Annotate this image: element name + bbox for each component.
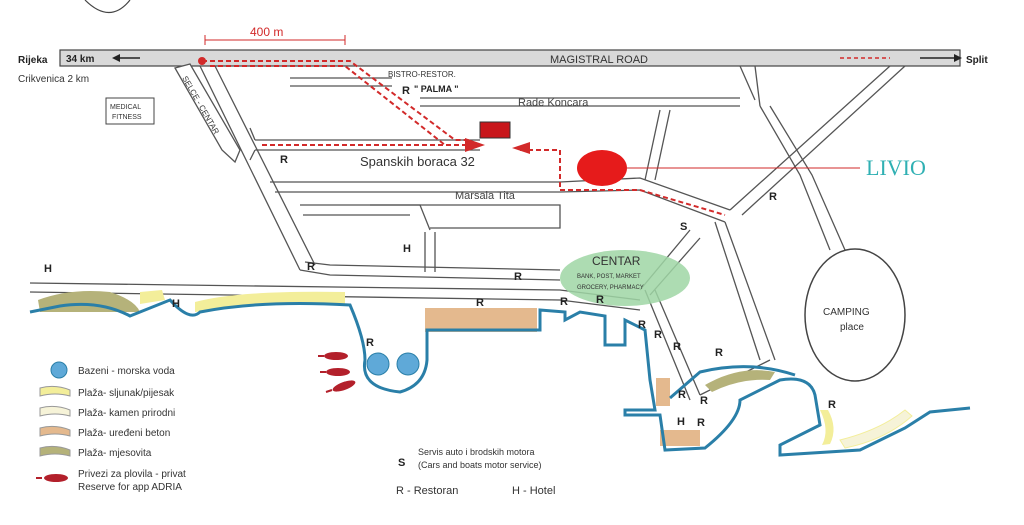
street-rade-koncara: Rade Koncara <box>518 97 589 109</box>
legend-mixed-label: Plaža- mjesovita <box>78 448 152 459</box>
legend-pool-label: Bazeni - morska voda <box>78 366 175 377</box>
road-network <box>29 63 906 401</box>
marker-h: H <box>44 263 52 275</box>
svg-text:place: place <box>840 322 864 333</box>
route-start-dot <box>198 57 206 65</box>
marker-r: R <box>307 261 315 273</box>
marker-r: R <box>678 389 686 401</box>
svg-text:BANK, POST, MARKET: BANK, POST, MARKET <box>577 274 641 280</box>
legend-boat-icon <box>44 474 68 482</box>
livio-label: LIVIO <box>866 155 926 180</box>
coastline-inner <box>669 365 796 400</box>
legend: Bazeni - morska voda Plaža- sljunak/pije… <box>36 361 555 497</box>
marker-r: R <box>673 341 681 353</box>
coastline <box>29 298 971 457</box>
svg-text:CAMPING: CAMPING <box>823 307 870 318</box>
svg-text:FITNESS: FITNESS <box>112 114 142 121</box>
boat-moorings <box>318 352 356 393</box>
svg-text:MEDICAL: MEDICAL <box>110 104 141 111</box>
marker-r: R <box>769 191 777 203</box>
beach-sand-1 <box>140 290 165 304</box>
marker-r: R <box>828 399 836 411</box>
legend-service-line1: Servis auto i brodskih motora <box>418 447 535 457</box>
street-spanskih-boraca: Spanskih boraca 32 <box>360 154 475 169</box>
legend-stone-icon <box>39 405 71 417</box>
legend-sand-icon <box>39 385 71 397</box>
route-path <box>202 60 726 216</box>
marker-r: R <box>654 329 662 341</box>
marker-r: R <box>697 417 705 429</box>
legend-service-line2: (Cars and boats motor service) <box>418 460 542 470</box>
livio-location-marker[interactable] <box>577 150 627 186</box>
legend-concrete-icon <box>39 425 71 437</box>
legend-service-letter: S <box>398 457 405 469</box>
legend-r-key: R - Restoran <box>396 485 458 497</box>
magistral-road: MAGISTRAL ROAD Rijeka 34 km Split Crikve… <box>18 49 988 85</box>
marker-r: R <box>700 395 708 407</box>
route-arrow-2 <box>512 142 530 154</box>
marker-r: R <box>514 271 522 283</box>
marker-s: S <box>680 221 687 233</box>
marker-r: R <box>560 296 568 308</box>
route-arrow <box>465 138 485 152</box>
legend-h-key: H - Hotel <box>512 485 555 497</box>
map-markers: R H R H H R R R R R R R R R R S R R H R … <box>44 154 836 429</box>
marker-r: R <box>638 319 646 331</box>
beach-sand-3 <box>820 410 834 445</box>
marker-r: R <box>596 294 604 306</box>
beach-mixed-2 <box>705 370 775 392</box>
legend-concrete-label: Plaža- uređeni beton <box>78 428 170 439</box>
centar-zone: CENTAR BANK, POST, MARKET GROCERY, PHARM… <box>560 250 690 306</box>
marker-h: H <box>172 298 180 310</box>
right-city: Split <box>966 55 988 66</box>
marker-h: H <box>677 416 685 428</box>
marker-r: R <box>476 297 484 309</box>
pool-2 <box>396 352 420 376</box>
svg-text:CENTAR: CENTAR <box>592 254 641 268</box>
beach-concrete-1 <box>425 308 537 332</box>
beach-concrete-3 <box>660 430 700 446</box>
legend-sand-label: Plaža- sljunak/pijesak <box>78 388 175 399</box>
scale-bar: 400 m <box>204 25 346 45</box>
left-km: 34 km <box>66 54 94 65</box>
marker-r: R <box>280 154 288 166</box>
magistral-road-label: MAGISTRAL ROAD <box>550 54 648 66</box>
street-marsala-tita: Marsala Tita <box>455 190 516 202</box>
beach-sand-4 <box>839 409 913 449</box>
marker-h: H <box>403 243 411 255</box>
marker-r: R <box>715 347 723 359</box>
left-city: Rijeka <box>18 55 48 66</box>
bistro-r: R <box>402 85 410 97</box>
marker-r: R <box>366 337 374 349</box>
legend-boat-label: Privezi za plovila - privat <box>78 469 186 480</box>
beach-concrete-2 <box>656 378 670 406</box>
legend-pool-icon <box>50 361 68 379</box>
legend-mixed-icon <box>39 445 71 457</box>
legend-stone-label: Plaža- kamen prirodni <box>78 408 175 419</box>
bistro-label-2: " PALMA " <box>414 84 459 94</box>
svg-text:GROCERY, PHARMACY: GROCERY, PHARMACY <box>577 285 644 291</box>
legend-reserve-label: Reserve for app ADRIA <box>78 482 182 493</box>
medical-fitness-box: MEDICAL FITNESS <box>105 97 155 125</box>
camping-place: CAMPING place <box>804 248 906 382</box>
scale-label: 400 m <box>250 25 283 39</box>
bistro-label-1: BISTRO-RESTOR. <box>388 70 456 79</box>
pool-1 <box>366 352 390 376</box>
crikvenica-label: Crikvenica 2 km <box>18 74 89 85</box>
palma-restaurant-marker <box>479 121 511 139</box>
compass-rose-fragment <box>84 0 131 14</box>
